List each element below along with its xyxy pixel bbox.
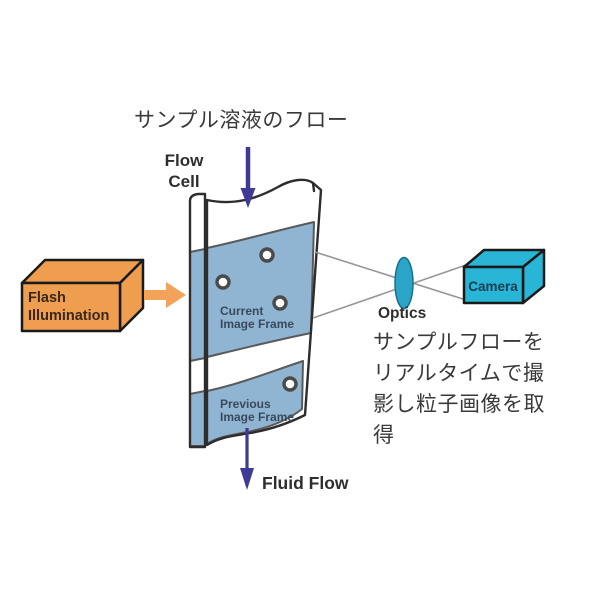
flow-cell-side-outline [188, 192, 207, 449]
right-caption-line3: 影し粒子画像を取 [373, 393, 545, 416]
side-strip-previous-band [189, 390, 206, 447]
ray-line-lower [312, 264, 467, 319]
fluid-flow-arrow-head [240, 468, 254, 490]
top-caption-text: サンプル溶液のフロー [134, 109, 348, 132]
sample-flow-arrow-head [240, 188, 256, 208]
right-caption-line1: サンプルフローを [373, 331, 544, 354]
flow-cell-top-fold-line [311, 181, 316, 193]
particle [272, 295, 288, 311]
flash-label-line1: Flash [28, 290, 66, 306]
fluid-flow-label: Fluid Flow [262, 473, 349, 493]
flash-label-line2: Illumination [28, 308, 109, 324]
particle [215, 274, 231, 290]
flow-cell-label-line1: Flow [165, 151, 204, 170]
right-caption-text: サンプルフローを リアルタイムで撮 影し粒子画像を取 得 [373, 331, 545, 447]
optics-label: Optics [378, 305, 426, 322]
camera-box: Camera [462, 248, 546, 305]
right-caption-line4: 得 [373, 424, 395, 447]
flow-cell: Current Image Frame Previous Image Frame [188, 178, 323, 449]
sample-flow-arrow-icon [240, 147, 256, 208]
previous-frame-label-line1: Previous [220, 397, 271, 411]
ray-line-upper [314, 251, 467, 301]
flow-cell-label-line2: Cell [168, 172, 199, 191]
camera-front-face [462, 265, 525, 305]
flash-box-front-face [20, 281, 122, 333]
particle [282, 376, 298, 392]
right-caption-line2: リアルタイムで撮 [373, 362, 544, 385]
illumination-arrow-icon [144, 282, 186, 308]
particle [259, 247, 275, 263]
side-strip-current-band [189, 248, 206, 362]
camera-label: Camera [468, 279, 518, 294]
lens-icon [394, 256, 414, 310]
previous-frame-label-line2: Image Frame [220, 410, 294, 424]
fluid-flow-arrow-icon [240, 428, 254, 490]
flow-cell-front-outline [205, 178, 323, 447]
flash-illumination-box: Flash Illumination [20, 258, 145, 333]
current-frame-label-line1: Current [220, 304, 263, 318]
current-frame-label-line2: Image Frame [220, 317, 294, 331]
